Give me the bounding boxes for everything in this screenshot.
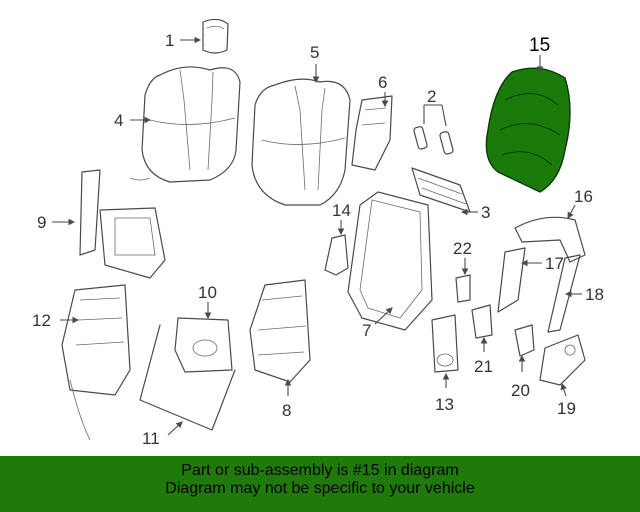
part-6-lumbar-panel — [351, 95, 393, 171]
leader-11 — [167, 421, 183, 436]
part-8-back-support-panel — [249, 279, 311, 383]
part-19-cover — [539, 334, 586, 386]
callout-14: 14 — [332, 201, 351, 220]
part-2-guides — [413, 126, 454, 155]
callout-21: 21 — [474, 357, 493, 376]
part-14-bracket — [324, 234, 349, 276]
callout-6: 6 — [378, 73, 387, 92]
part-20-clip — [514, 324, 535, 357]
part-11-wire-frame — [139, 324, 236, 431]
callout-20: 20 — [511, 381, 530, 400]
callout-4: 4 — [114, 111, 123, 130]
part-18-trim-strip — [547, 254, 581, 333]
callout-15: 15 — [529, 35, 550, 56]
callout-9: 9 — [37, 213, 46, 232]
footer-line-2: Diagram may not be specific to your vehi… — [165, 480, 475, 497]
parts-diagram: 1 4 5 6 2 3 15 — [32, 18, 604, 448]
part-5-seat-back-pad — [251, 78, 351, 206]
callout-10: 10 — [198, 283, 217, 302]
callout-5: 5 — [310, 43, 319, 62]
callout-11: 11 — [142, 429, 160, 448]
part-3-rail-bracket — [411, 167, 471, 213]
callout-8: 8 — [282, 401, 291, 420]
callout-2: 2 — [427, 87, 436, 106]
callout-1: 1 — [165, 31, 174, 50]
callout-22: 22 — [453, 239, 472, 258]
part-1-headrest — [202, 18, 229, 54]
leader-19 — [560, 382, 567, 397]
part-16-side-trim — [514, 216, 586, 263]
footer-banner: Part or sub-assembly is #15 in diagram D… — [0, 456, 640, 512]
part-12-wiring-assembly — [61, 284, 131, 441]
callout-3: 3 — [481, 203, 490, 222]
part-7-seat-back-frame — [347, 191, 433, 331]
callout-16: 16 — [574, 187, 593, 206]
part-10-lumbar-unit — [174, 317, 233, 373]
part-15-back-panel-highlighted — [485, 67, 571, 193]
part-13-bracket — [431, 314, 459, 373]
part-21-clip — [471, 304, 493, 339]
part-22-clip — [455, 274, 471, 303]
callout-13: 13 — [435, 395, 454, 414]
leader-7 — [374, 307, 393, 325]
part-9-side-panel — [79, 169, 166, 279]
callout-17: 17 — [545, 254, 564, 273]
callout-18: 18 — [585, 285, 604, 304]
part-4-seat-back-cover — [129, 66, 241, 183]
callout-7: 7 — [362, 321, 371, 340]
part-17-trim-piece — [497, 247, 526, 313]
leader-2 — [423, 104, 447, 127]
leader-16 — [567, 204, 576, 219]
callout-12: 12 — [32, 311, 51, 330]
callout-19: 19 — [557, 399, 576, 418]
footer-line-1: Part or sub-assembly is #15 in diagram — [181, 462, 459, 479]
